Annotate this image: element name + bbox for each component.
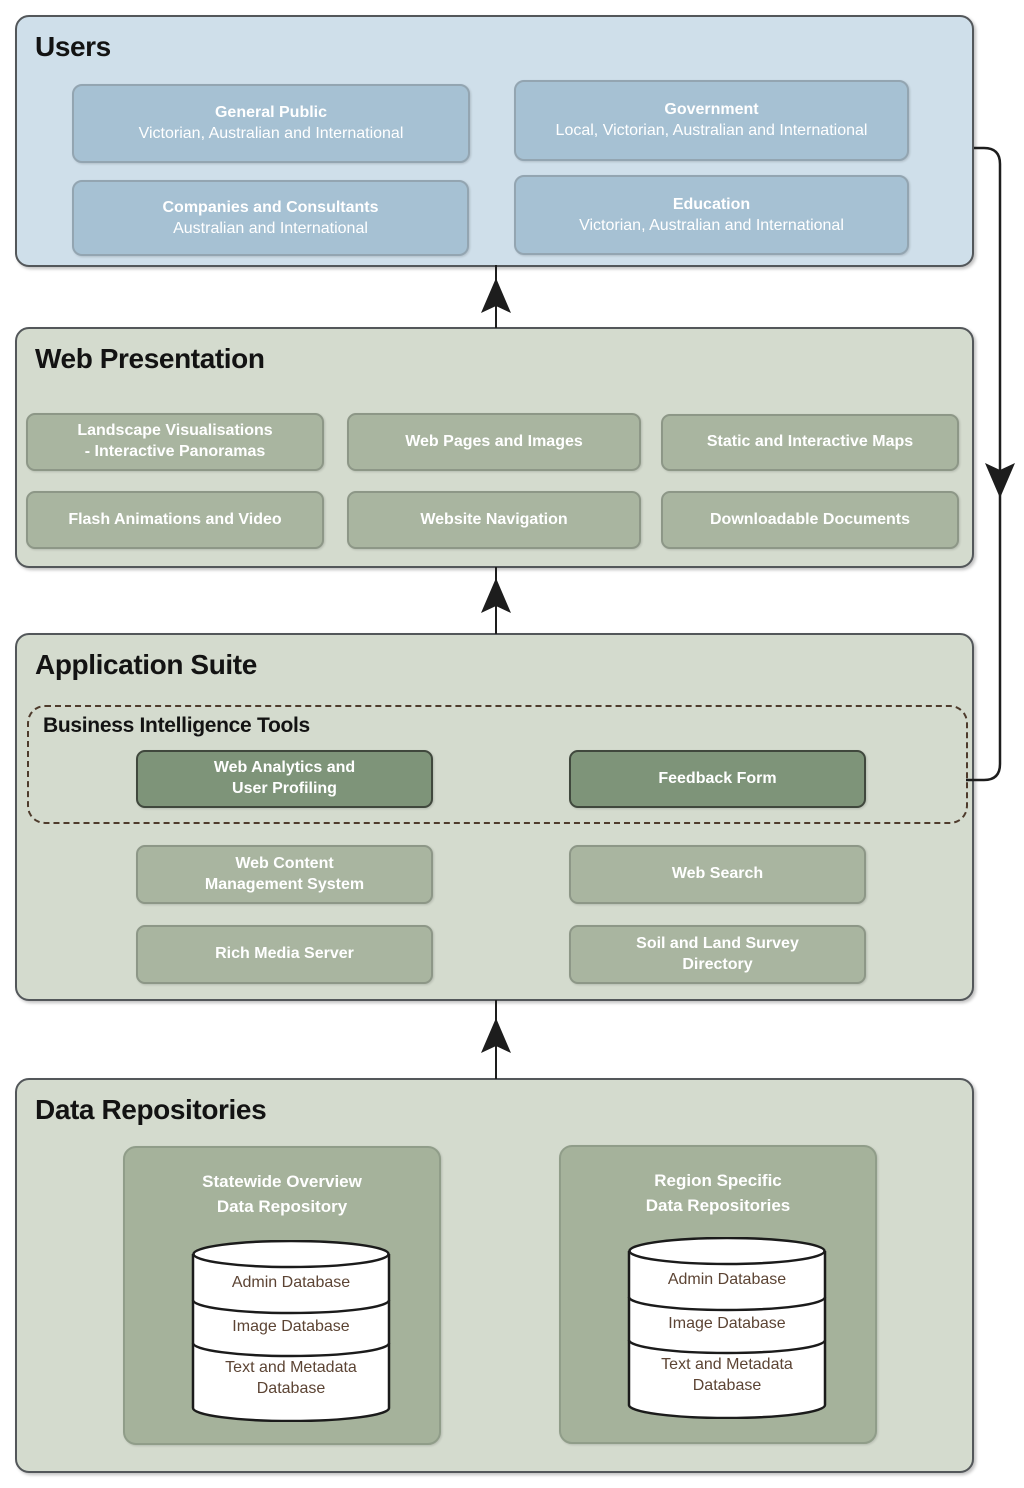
arrow-down-icon (985, 463, 1015, 498)
user-box-title: General Public (214, 104, 328, 121)
arrow-up-icon (481, 278, 511, 313)
section-users: Users General Public Victorian, Australi… (15, 15, 974, 267)
web-presentation-section-title: Web Presentation (35, 343, 265, 374)
web-box-web-pages-images: Web Pages and Images (347, 413, 641, 471)
flow-arrow-web-to-users (481, 265, 511, 328)
web-box-website-navigation: Website Navigation (347, 491, 641, 549)
database-cylinder-icon (627, 1237, 827, 1419)
user-box-government: Government Local, Victorian, Australian … (514, 80, 909, 161)
app-box-web-content-management-system: Web Content Management System (136, 845, 433, 904)
user-box-general-public: General Public Victorian, Australian and… (72, 84, 470, 163)
user-box-companies-consultants: Companies and Consultants Australian and… (72, 180, 469, 256)
web-box-static-interactive-maps: Static and Interactive Maps (661, 414, 959, 471)
repo-title: Statewide Overview Data Repository (202, 1172, 362, 1216)
section-application-suite: Application Suite Business Intelligence … (15, 633, 974, 1001)
user-box-education: Education Victorian, Australian and Inte… (514, 175, 909, 255)
web-box-landscape-visualisations: Landscape Visualisations - Interactive P… (26, 413, 324, 471)
app-box-web-search: Web Search (569, 845, 866, 904)
user-box-title: Government (664, 101, 759, 118)
user-box-subtitle: Victorian, Australian and International (579, 216, 844, 234)
database-label-image: Image Database (668, 1315, 786, 1332)
user-box-subtitle: Victorian, Australian and International (138, 125, 404, 142)
database-cylinder-icon (191, 1240, 391, 1422)
user-box-title: Education (672, 195, 751, 213)
user-box-title: Companies and Consultants (162, 198, 379, 216)
database-label-text-metadata: Text and Metadata Database (661, 1356, 793, 1394)
app-box-feedback-form: Feedback Form (569, 750, 866, 808)
app-box-web-analytics-user-profiling: Web Analytics and User Profiling (136, 750, 433, 808)
flow-arrow-app-to-web (481, 567, 511, 634)
web-box-flash-animations-video: Flash Animations and Video (26, 491, 324, 549)
business-intelligence-title: Business Intelligence Tools (43, 714, 310, 737)
application-suite-section-title: Application Suite (35, 649, 257, 680)
database-cylinder: Admin Database Image Database Text and M… (191, 1240, 391, 1422)
database-label-image: Image Database (232, 1318, 350, 1335)
flow-arrow-data-to-app (481, 1000, 511, 1079)
database-label-text-metadata: Text and Metadata Database (225, 1359, 357, 1397)
repo-statewide-overview: Statewide Overview Data Repository Admin… (123, 1146, 441, 1445)
arrow-up-icon (481, 1018, 511, 1053)
data-repositories-section-title: Data Repositories (35, 1094, 267, 1125)
web-box-downloadable-documents: Downloadable Documents (661, 491, 959, 549)
app-box-rich-media-server: Rich Media Server (136, 925, 433, 984)
database-label-admin: Admin Database (667, 1271, 787, 1288)
arrow-up-icon (481, 578, 511, 613)
database-label-admin: Admin Database (231, 1274, 351, 1291)
repo-region-specific: Region Specific Data Repositories Admin … (559, 1145, 877, 1444)
user-box-subtitle: Australian and International (173, 219, 368, 237)
database-cylinder: Admin Database Image Database Text and M… (627, 1237, 827, 1419)
section-web-presentation: Web Presentation Landscape Visualisation… (15, 327, 974, 568)
repo-title: Region Specific Data Repositories (645, 1171, 791, 1215)
users-section-title: Users (35, 31, 111, 62)
user-box-subtitle: Local, Victorian, Australian and Interna… (555, 122, 868, 139)
section-data-repositories: Data Repositories Statewide Overview Dat… (15, 1078, 974, 1473)
app-box-soil-land-survey-directory: Soil and Land Survey Directory (569, 925, 866, 984)
